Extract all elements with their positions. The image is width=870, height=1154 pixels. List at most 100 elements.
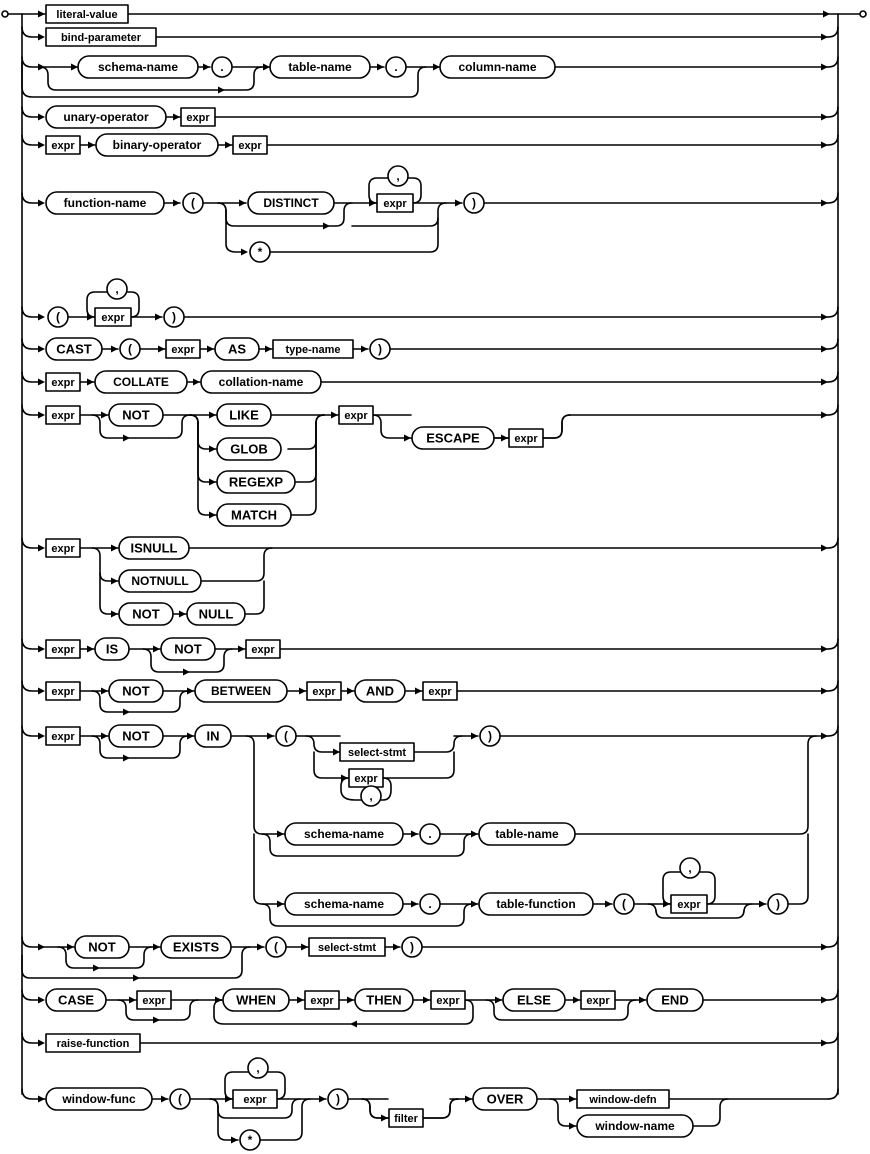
arrowhead	[238, 645, 245, 653]
distinct-pill-label: DISTINCT	[263, 196, 319, 210]
notnull-pill	[118, 569, 202, 593]
glob-pill-label: GLOB	[230, 442, 268, 457]
row-end-window	[827, 1088, 839, 1100]
arrowhead	[155, 313, 162, 321]
arrowhead	[111, 610, 118, 618]
regexp-pill	[216, 470, 296, 494]
arrowhead	[415, 687, 422, 695]
bypass-line	[39, 66, 263, 91]
expr-box-in-list-label: expr	[354, 773, 378, 785]
expr-box-cast-label: expr	[171, 344, 195, 356]
expr-box-fn-label: expr	[383, 198, 407, 210]
connector-line	[21, 192, 41, 204]
exists-pill-label: EXISTS	[173, 940, 220, 955]
connector-line	[827, 338, 839, 350]
connector-line	[827, 26, 839, 38]
arrowhead	[323, 222, 330, 230]
arrowhead	[257, 943, 264, 951]
arrowhead	[101, 411, 108, 419]
comma-circle-in	[360, 785, 382, 807]
arrowhead	[821, 63, 828, 71]
end-pill	[646, 988, 704, 1012]
expr-box-collate	[45, 372, 81, 392]
glob-pill	[216, 437, 282, 461]
arrowhead	[361, 345, 368, 353]
table-name-pill-2	[478, 822, 576, 846]
rparen-circle-fn-label: )	[472, 196, 476, 210]
arrowhead	[299, 687, 306, 695]
connector-line	[21, 680, 41, 692]
in-pill	[194, 724, 232, 748]
expr-box-between-3-label: expr	[428, 686, 452, 698]
expr-box-like-1	[45, 405, 81, 425]
expr-box-like-2-label: expr	[344, 410, 368, 422]
not-pill-exists	[74, 935, 130, 959]
comma-circle-tfunc-label: ,	[688, 861, 691, 875]
arrowhead	[183, 668, 190, 676]
collate-pill-label: COLLATE	[113, 375, 169, 389]
bypass-join-fn	[351, 217, 439, 227]
column-name-pill-label: column-name	[458, 60, 536, 74]
rparen-circle-tfunc	[767, 893, 789, 915]
filter-box-label: filter	[394, 1113, 419, 1125]
rparen-circle-exists-label: )	[410, 940, 414, 954]
window-name-return	[692, 1098, 729, 1127]
not-pill-is	[160, 637, 216, 661]
not-pill-like	[108, 403, 164, 427]
rparen-circle-list-label: )	[172, 310, 176, 324]
star-circle-fn-label: *	[258, 245, 263, 259]
arrowhead	[209, 478, 216, 486]
arrowhead	[209, 511, 216, 519]
case-pill	[45, 988, 107, 1012]
notnull-branch	[91, 547, 119, 582]
arrowhead	[471, 900, 478, 908]
and-pill	[354, 679, 406, 703]
arrowhead	[179, 610, 186, 618]
arrowhead	[573, 996, 580, 1004]
arrowhead	[347, 687, 354, 695]
collation-name-pill	[200, 370, 322, 394]
in-tfunc-return	[787, 833, 809, 905]
connector-line	[21, 1032, 41, 1044]
arrowhead	[231, 1136, 238, 1144]
connector-line	[21, 306, 41, 318]
arrowhead	[153, 1016, 160, 1024]
rparen-circle-in	[479, 725, 501, 747]
lparen-circle-in	[275, 725, 297, 747]
escape-pill-label: ESCAPE	[426, 431, 480, 446]
arrowhead	[471, 830, 478, 838]
lparen-circle-tfunc	[613, 893, 635, 915]
lparen-circle-in-label: (	[284, 729, 288, 743]
arrowhead	[158, 345, 165, 353]
arrowhead	[153, 943, 160, 951]
rparen-circle-window	[327, 1088, 349, 1110]
lparen-circle-tfunc-label: (	[622, 897, 626, 911]
arrowhead	[123, 434, 130, 442]
arrowhead	[495, 996, 502, 1004]
comma-circle-fn	[387, 165, 409, 187]
connector-line	[827, 106, 839, 118]
not-pill-between	[108, 679, 164, 703]
arrowhead	[209, 445, 216, 453]
dot-circle-3	[419, 823, 441, 845]
expr-box-else-label: expr	[586, 995, 610, 1007]
null-pill-label: NULL	[199, 607, 234, 622]
escape-pill	[411, 426, 495, 450]
lparen-circle-exists-label: (	[274, 940, 278, 954]
connector-line	[21, 404, 41, 416]
arrowhead	[93, 964, 100, 972]
arrowhead	[465, 1095, 472, 1103]
star-circle-fn	[249, 241, 271, 263]
rparen-circle-in-label: )	[488, 729, 492, 743]
arrowhead	[381, 1114, 388, 1122]
connector-line	[827, 537, 839, 549]
null-pill	[186, 602, 246, 626]
arrowhead	[133, 974, 140, 982]
arrowhead	[821, 687, 828, 695]
expr-box-cast	[165, 339, 201, 359]
expr-box-escape	[508, 428, 544, 448]
column-name-pill	[439, 55, 556, 79]
comma-circle-tfunc	[679, 857, 701, 879]
arrowhead	[821, 732, 828, 740]
arrowhead	[38, 113, 45, 121]
